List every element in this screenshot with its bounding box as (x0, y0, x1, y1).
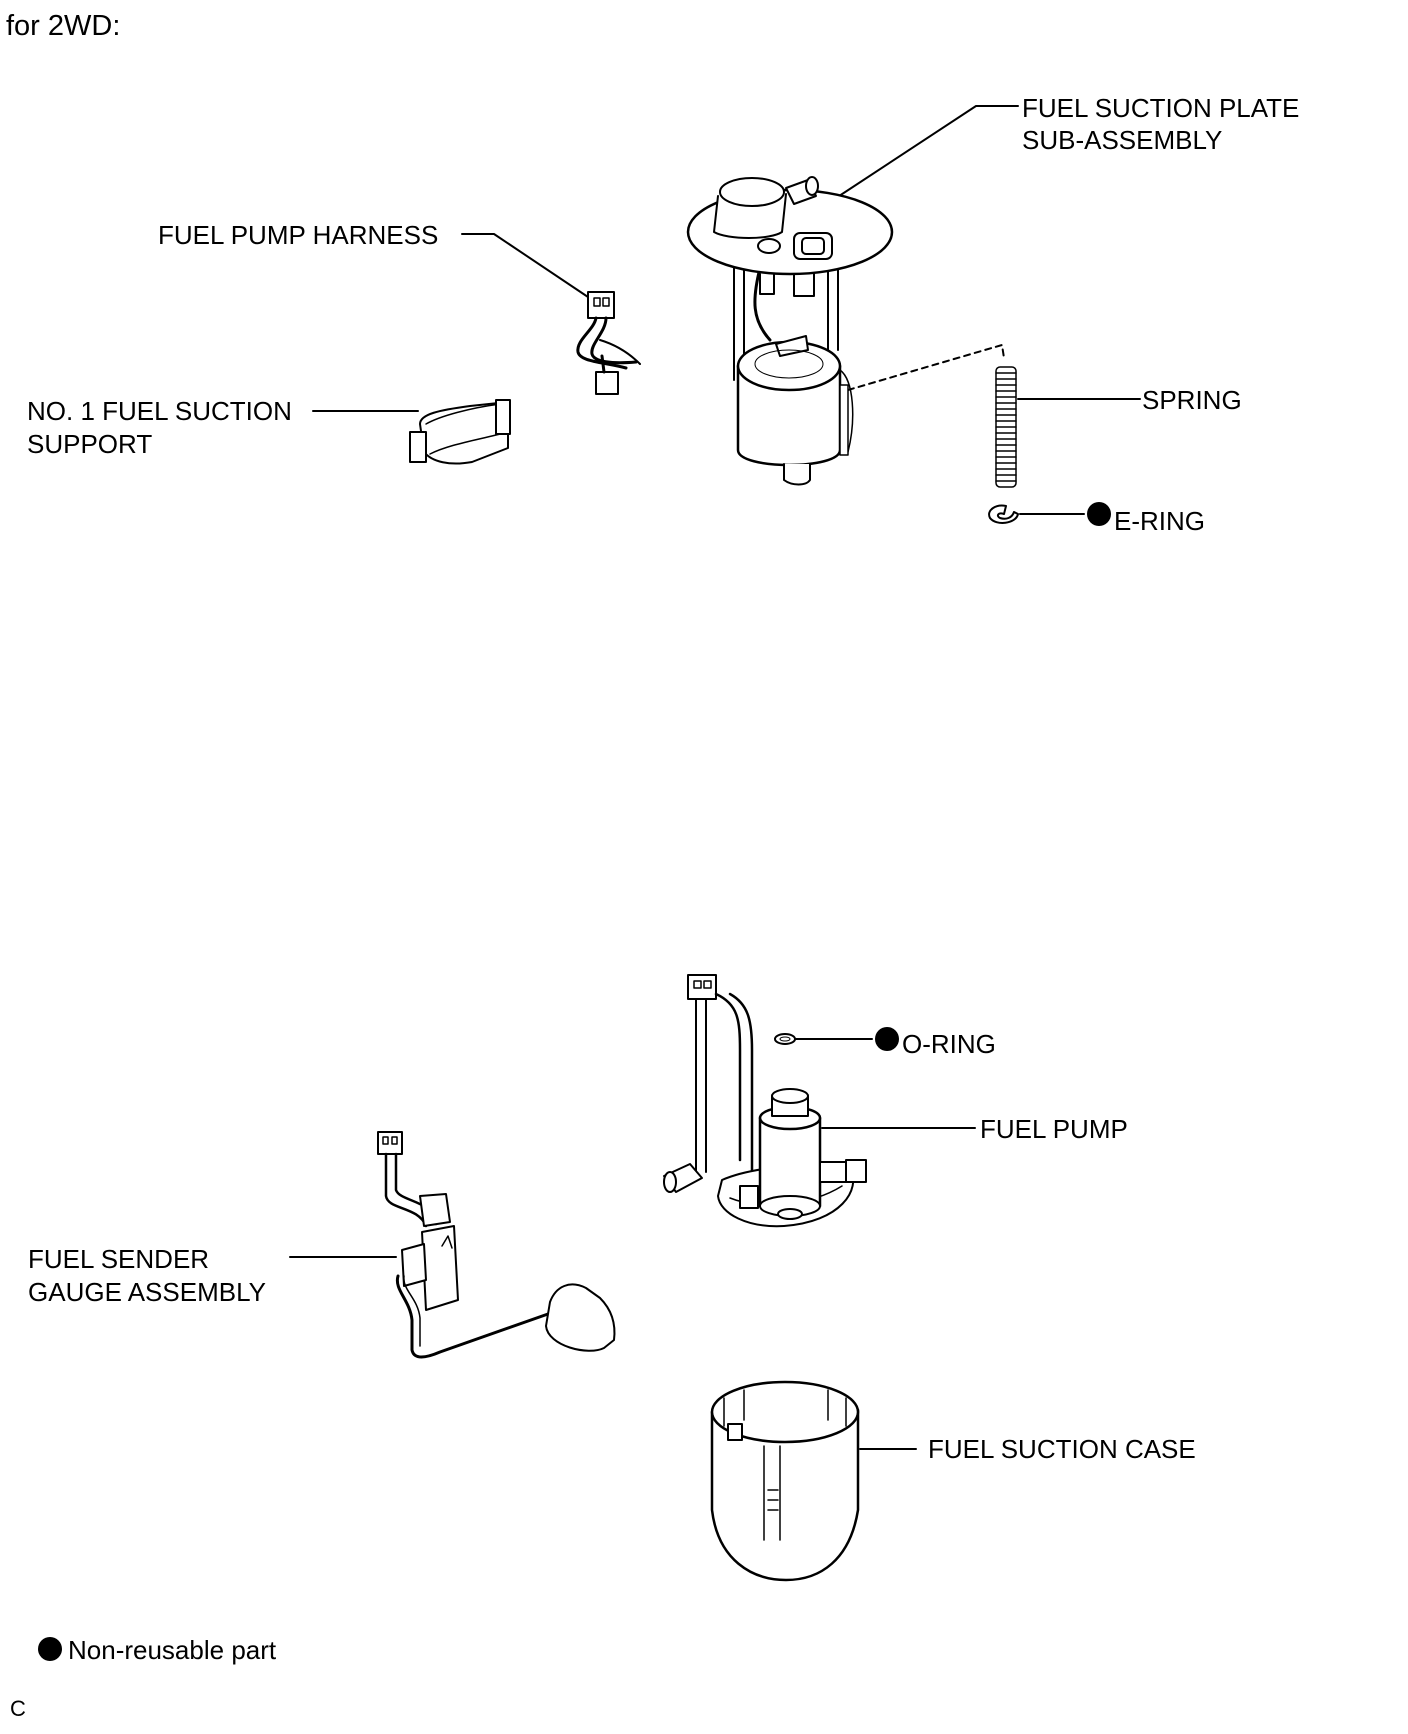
non-reusable-dot-icon (875, 1027, 899, 1051)
fuel-suction-case-illustration (710, 1380, 860, 1582)
page-title: for 2WD: (6, 10, 121, 42)
label-fuel-suction-plate-line1: FUEL SUCTION PLATE (1022, 93, 1300, 123)
label-fuel-pump-harness: FUEL PUMP HARNESS (158, 220, 439, 250)
fuel-sender-gauge-illustration (377, 1131, 616, 1359)
o-ring-illustration (774, 1033, 796, 1045)
non-reusable-dot-icon (1087, 502, 1111, 526)
label-spring: SPRING (1142, 385, 1242, 415)
label-fuel-suction-support-line1: NO. 1 FUEL SUCTION (27, 396, 292, 426)
label-fuel-sender-line2: GAUGE ASSEMBLY (28, 1277, 266, 1307)
fuel-pump-illustration (663, 974, 867, 1228)
fuel-pump-harness-illustration (576, 291, 641, 395)
label-o-ring: O-RING (902, 1029, 996, 1059)
label-fuel-suction-support-line2: SUPPORT (27, 429, 153, 459)
black-dot-icon (38, 1637, 62, 1661)
label-fuel-pump: FUEL PUMP (980, 1114, 1128, 1144)
label-fuel-sender-line1: FUEL SENDER (28, 1244, 210, 1274)
fuel-suction-plate-illustration (686, 176, 894, 486)
label-fuel-suction-case: FUEL SUCTION CASE (928, 1434, 1196, 1464)
spring-illustration (995, 366, 1017, 488)
legend-non-reusable-part: Non-reusable part (68, 1635, 277, 1665)
label-fuel-suction-plate-line2: SUB-ASSEMBLY (1022, 125, 1223, 155)
label-e-ring: E-RING (1114, 506, 1205, 536)
leader-lines (289, 105, 1141, 1450)
fuel-suction-support-illustration (409, 399, 511, 465)
figure-code: C (10, 1696, 26, 1721)
e-ring-illustration (988, 504, 1019, 524)
